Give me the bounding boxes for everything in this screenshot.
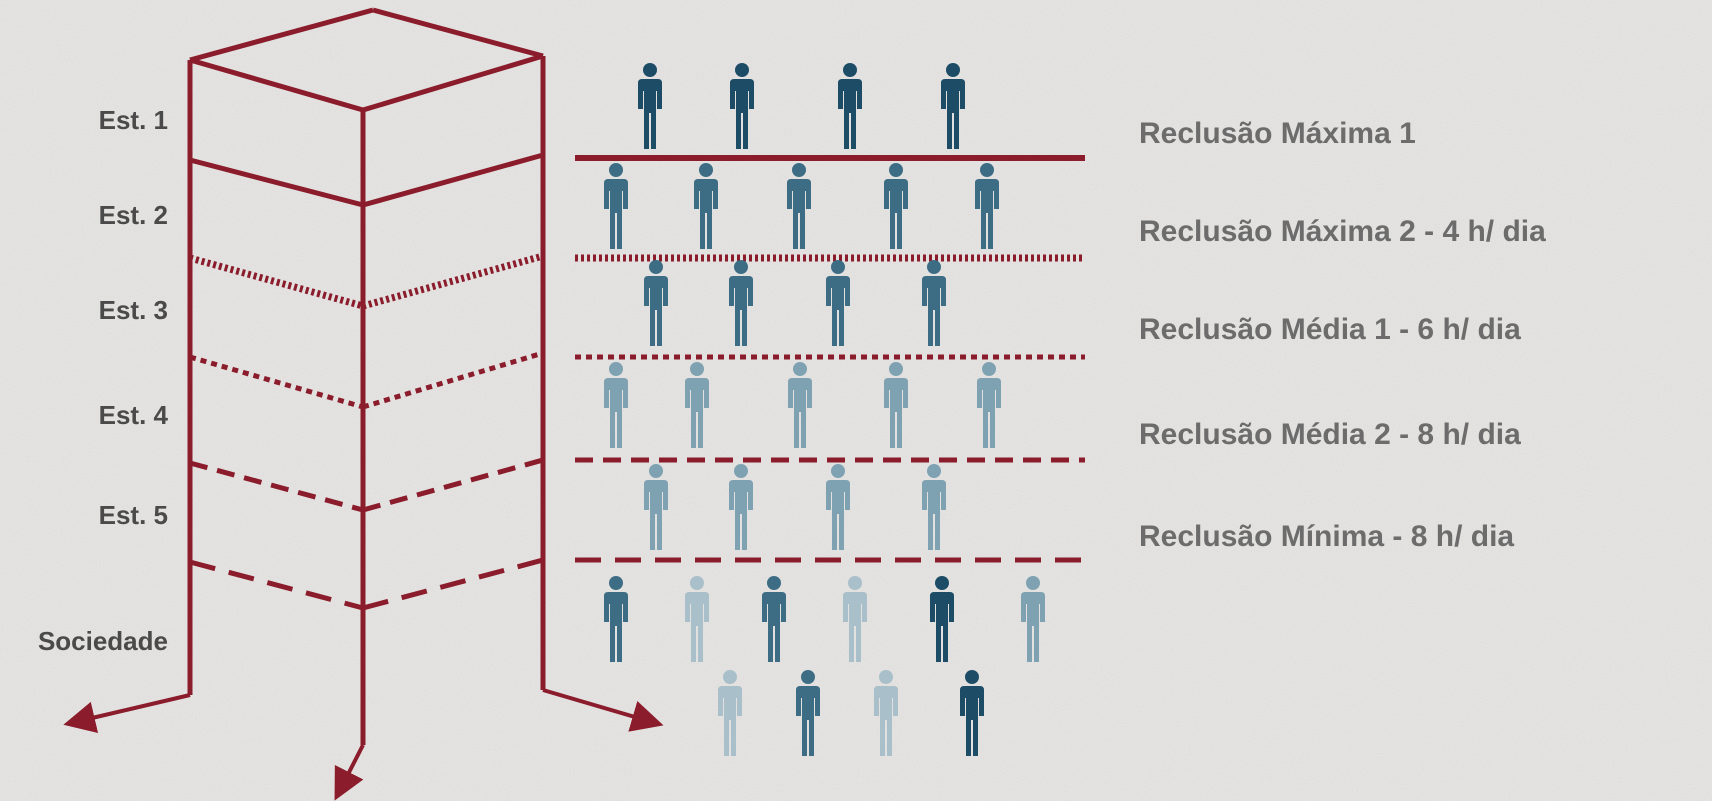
floor-line-right-2 [362,252,544,310]
level-label-3: Est. 3 [98,295,168,325]
floor-line-left-5 [189,559,364,611]
floor-line-left-4 [189,460,364,513]
regime-label-2: Reclusão Máxima 2 - 4 h/ dia [1139,215,1546,248]
floor-line-left-3 [189,354,364,410]
level-label-2: Est. 2 [98,200,168,230]
building-structure [63,7,1085,801]
arrow-icon-down [334,744,365,801]
level-label-society: Sociedade [37,626,168,656]
floor-line-left-1 [189,157,364,208]
regime-label-1: Reclusão Máxima 1 [1139,117,1416,150]
box-top-front-right-edge [362,53,544,113]
level-label-5: Est. 5 [98,500,168,530]
level-label-1: Est. 1 [98,105,168,135]
floor-line-right-1 [362,152,544,208]
floor-line-right-3 [362,350,544,410]
box-top-back-left-edge [189,7,374,63]
regime-label-5: Reclusão Mínima - 8 h/ dia [1139,520,1515,553]
box-top-back-right-edge [372,7,544,59]
regime-label-3: Reclusão Média 1 - 6 h/ dia [1139,313,1521,346]
floor-line-right-5 [362,557,544,611]
box-top-front-left-edge [189,57,364,113]
regime-label-4: Reclusão Média 2 - 8 h/ dia [1139,418,1521,451]
floor-line-right-4 [362,457,544,513]
arrow-icon-left [63,693,191,734]
level-label-4: Est. 4 [98,400,168,430]
arrow-icon-right [542,688,664,732]
